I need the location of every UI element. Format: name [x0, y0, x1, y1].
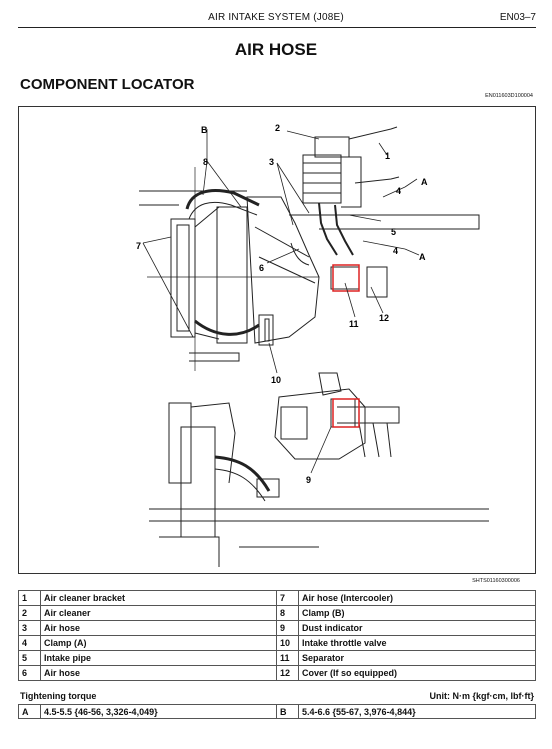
table-row: 5 Intake pipe 11 Separator	[18, 650, 536, 666]
legend-label: Intake throttle valve	[298, 635, 536, 651]
legend-number: 8	[276, 605, 299, 621]
header-page-number: EN03–7	[499, 12, 536, 23]
callout-9: 9	[306, 475, 311, 485]
callout-8: 8	[203, 157, 208, 167]
header-divider	[18, 27, 536, 28]
separator-highlight-upper	[332, 264, 360, 292]
table-row: 1 Air cleaner bracket 7 Air hose (Interc…	[18, 590, 536, 606]
callout-4-lower: 4	[393, 246, 398, 256]
torque-label-b: B	[276, 704, 299, 719]
tightening-torque-title: Tightening torque	[20, 691, 97, 701]
legend-number: 12	[276, 665, 299, 681]
page-title: AIR HOSE	[234, 40, 318, 59]
legend-number: 2	[18, 605, 41, 621]
legend-number: 9	[276, 620, 299, 636]
callout-3: 3	[269, 157, 274, 167]
legend-number: 11	[276, 650, 299, 666]
legend-label: Cover (If so equipped)	[298, 665, 536, 681]
engine-illustration: 2 1 3 4 A 5 4 A 6 7 8 B 11 12 10 9	[136, 123, 489, 567]
callout-6: 6	[259, 263, 264, 273]
figure-code-top: EN011603D100004	[485, 93, 533, 99]
legend-label: Air cleaner	[40, 605, 277, 621]
legend-number: 1	[18, 590, 41, 606]
legend-number: 10	[276, 635, 299, 651]
air-cleaner-bracket-shape	[348, 126, 398, 140]
parts-legend-table: 1 Air cleaner bracket 7 Air hose (Interc…	[18, 590, 536, 681]
intake-pipe-shape	[290, 242, 310, 266]
torque-value-b: 5.4-6.6 {55-67, 3,976-4,844}	[298, 704, 536, 719]
callout-1: 1	[385, 151, 390, 161]
lower-engine-shape	[274, 388, 366, 460]
legend-number: 7	[276, 590, 299, 606]
separator-highlight-lower	[332, 398, 360, 428]
component-locator-figure: 2 1 3 4 A 5 4 A 6 7 8 B 11 12 10 9	[18, 106, 536, 574]
callout-4-upper: 4	[396, 186, 401, 196]
legend-number: 5	[18, 650, 41, 666]
legend-label: Air hose	[40, 620, 277, 636]
engine-block-shape	[246, 196, 320, 344]
callout-11: 11	[349, 319, 359, 329]
air-cleaner-shape	[302, 154, 342, 204]
table-row: 4 Clamp (A) 10 Intake throttle valve	[18, 635, 536, 651]
section-heading: COMPONENT LOCATOR	[20, 76, 195, 93]
callout-5: 5	[391, 227, 396, 237]
table-row: 2 Air cleaner 8 Clamp (B)	[18, 605, 536, 621]
header-section-title: AIR INTAKE SYSTEM (J08E)	[208, 12, 344, 23]
legend-label: Clamp (B)	[298, 605, 536, 621]
legend-number: 4	[18, 635, 41, 651]
separator-shape	[330, 266, 360, 290]
intercooler-hose-shape	[185, 189, 260, 210]
legend-label: Intake pipe	[40, 650, 277, 666]
torque-label-a: A	[18, 704, 41, 719]
legend-label: Air cleaner bracket	[40, 590, 277, 606]
callout-B: B	[201, 125, 208, 135]
tightening-torque-unit: Unit: N·m {kgf·cm, lbf·ft}	[429, 691, 535, 701]
torque-table: A 4.5-5.5 {46-56, 3,326-4,049} B 5.4-6.6…	[18, 704, 536, 719]
figure-code-bottom: SHTS01160300006	[472, 578, 520, 584]
radiator-shape	[170, 218, 196, 338]
table-row: 3 Air hose 9 Dust indicator	[18, 620, 536, 636]
legend-label: Dust indicator	[298, 620, 536, 636]
callout-12: 12	[379, 313, 389, 323]
table-row: A 4.5-5.5 {46-56, 3,326-4,049} B 5.4-6.6…	[18, 704, 536, 719]
legend-label: Clamp (A)	[40, 635, 277, 651]
legend-number: 3	[18, 620, 41, 636]
legend-label: Separator	[298, 650, 536, 666]
callout-10: 10	[271, 375, 281, 385]
callout-7: 7	[136, 241, 141, 251]
legend-label: Air hose (Intercooler)	[298, 590, 536, 606]
torque-value-a: 4.5-5.5 {46-56, 3,326-4,049}	[40, 704, 277, 719]
callout-A-lower: A	[419, 252, 426, 262]
legend-label: Air hose	[40, 665, 277, 681]
air-hose-shape	[318, 202, 338, 256]
callout-2: 2	[275, 123, 280, 133]
table-row: 6 Air hose 12 Cover (If so equipped)	[18, 665, 536, 681]
callout-A-upper: A	[421, 177, 428, 187]
legend-number: 6	[18, 665, 41, 681]
